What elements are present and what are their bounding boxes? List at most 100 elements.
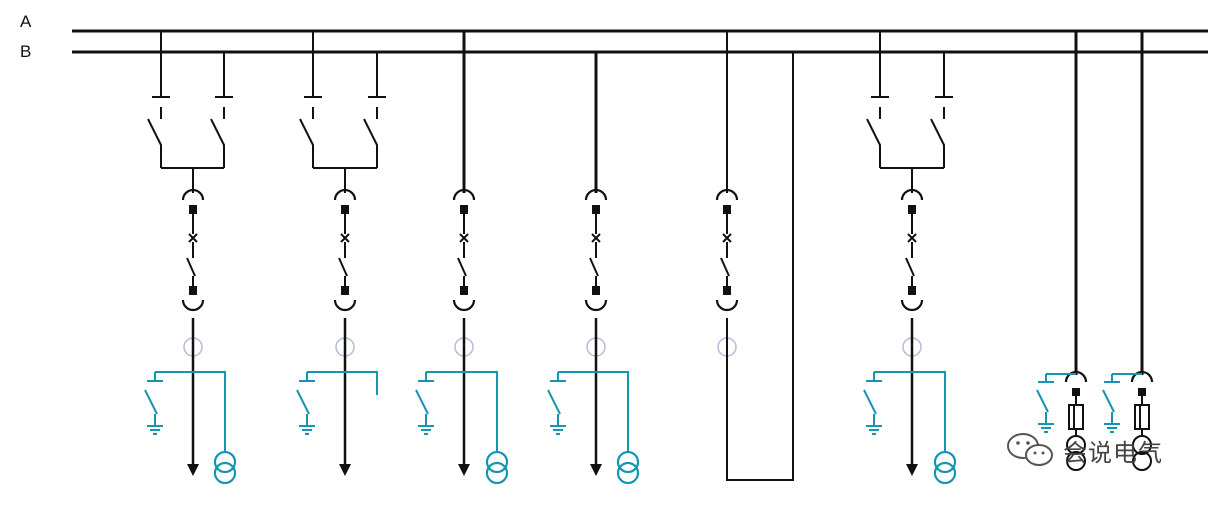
isolator-blade [147, 107, 162, 168]
breaker-blade [338, 257, 348, 277]
disconnector-switch [930, 96, 953, 168]
breaker-cross [907, 233, 917, 243]
feeder-8 [1102, 31, 1154, 471]
plug-contact-upper [584, 188, 608, 201]
outgoing-feeder-arrow [590, 464, 602, 476]
isolator-blade [866, 107, 881, 168]
breaker-blade [457, 257, 467, 277]
fuse [1134, 404, 1150, 430]
wire [345, 371, 378, 395]
earth-switch-blade [547, 389, 561, 415]
plug-contact-upper [181, 188, 205, 201]
watermark-text: 会说电气 [1063, 438, 1163, 467]
feeder-5 [715, 31, 794, 481]
contact-block [592, 205, 600, 214]
voltage-transformer [193, 371, 237, 485]
watermark: 会说电气 [1005, 430, 1163, 470]
contact-block [1072, 388, 1080, 396]
feeder-1 [144, 31, 237, 485]
circuit-breaker [900, 188, 924, 312]
breaker-cross [340, 233, 350, 243]
fuse [1068, 404, 1084, 430]
vt-winding [933, 450, 957, 474]
voltage-transformer [464, 371, 509, 485]
vt-winding [213, 450, 237, 474]
plug-contact-lower [181, 299, 205, 312]
isolator-blade [363, 107, 378, 168]
disconnector-switch [147, 96, 170, 168]
breaker-blade [905, 257, 915, 277]
outgoing-feeder-arrow [906, 464, 918, 476]
isolator-blade [299, 107, 314, 168]
breaker-cross [591, 233, 601, 243]
earth-switch-blade [144, 389, 158, 415]
feeder-2 [296, 31, 386, 476]
plug-contact-upper [1064, 370, 1088, 383]
vt-winding [1132, 451, 1152, 471]
outgoing-feeder-arrow [458, 464, 470, 476]
busbar-a-label: A [20, 12, 32, 31]
contact-block [189, 205, 197, 214]
contact-block [908, 286, 916, 295]
breaker-cross [722, 233, 732, 243]
feeder-2-ct-branch [345, 371, 378, 395]
plug-contact-lower [715, 299, 739, 312]
earth-switch-blade [863, 389, 877, 415]
busbar-b-label: B [20, 42, 32, 61]
breaker-blade [589, 257, 599, 277]
isolator-blade [930, 107, 945, 168]
plug-contact-lower [452, 299, 476, 312]
breaker-cross [188, 233, 198, 243]
contact-block [1138, 388, 1146, 396]
feeder-3 [415, 31, 509, 485]
earth-switch-blade [415, 389, 429, 415]
wire [912, 371, 946, 452]
wire [193, 371, 226, 452]
vt-winding [933, 461, 957, 485]
plug-contact-upper [900, 188, 924, 201]
vt-winding [213, 461, 237, 485]
circuit-breaker [452, 188, 476, 312]
earthing-switch [863, 371, 912, 435]
contact-block [189, 286, 197, 295]
feeder-7 [1036, 31, 1088, 471]
contact-block [460, 286, 468, 295]
plug-contact-lower [900, 299, 924, 312]
breaker-cross [459, 233, 469, 243]
circuit-breaker [333, 188, 357, 312]
voltage-transformer [596, 371, 640, 485]
contact-block [908, 205, 916, 214]
plug-contact-lower [584, 299, 608, 312]
plug-contact-upper [715, 188, 739, 201]
outgoing-feeder-arrow [339, 464, 351, 476]
earth-switch-blade [1036, 389, 1049, 413]
breaker-blade [720, 257, 730, 277]
breaker-blade [186, 257, 196, 277]
plug-contact-lower [333, 299, 357, 312]
disconnector-switch [363, 96, 386, 168]
feeder-6 [863, 31, 957, 485]
contact-block [723, 205, 731, 214]
disconnector-switch [299, 96, 322, 168]
contact-block [592, 286, 600, 295]
earthing-switch [296, 371, 345, 435]
wire [596, 371, 629, 452]
bus-coupler-loop [726, 52, 794, 481]
feeder-4 [547, 52, 640, 485]
isolator-blade [210, 107, 225, 168]
vt-winding [485, 450, 509, 474]
earth-switch-blade [1102, 389, 1115, 413]
earth-switch-blade [296, 389, 310, 415]
earthing-switch [144, 371, 193, 435]
wechat-icon [1007, 433, 1053, 466]
outgoing-feeder-arrow [187, 464, 199, 476]
circuit-breaker [181, 188, 205, 312]
circuit-breaker [715, 188, 739, 312]
wire [464, 371, 498, 452]
earthing-switch [415, 371, 464, 435]
vt-winding [1066, 451, 1086, 471]
plug-contact-upper [452, 188, 476, 201]
circuit-breaker [584, 188, 608, 312]
earthing-switch [547, 371, 596, 435]
